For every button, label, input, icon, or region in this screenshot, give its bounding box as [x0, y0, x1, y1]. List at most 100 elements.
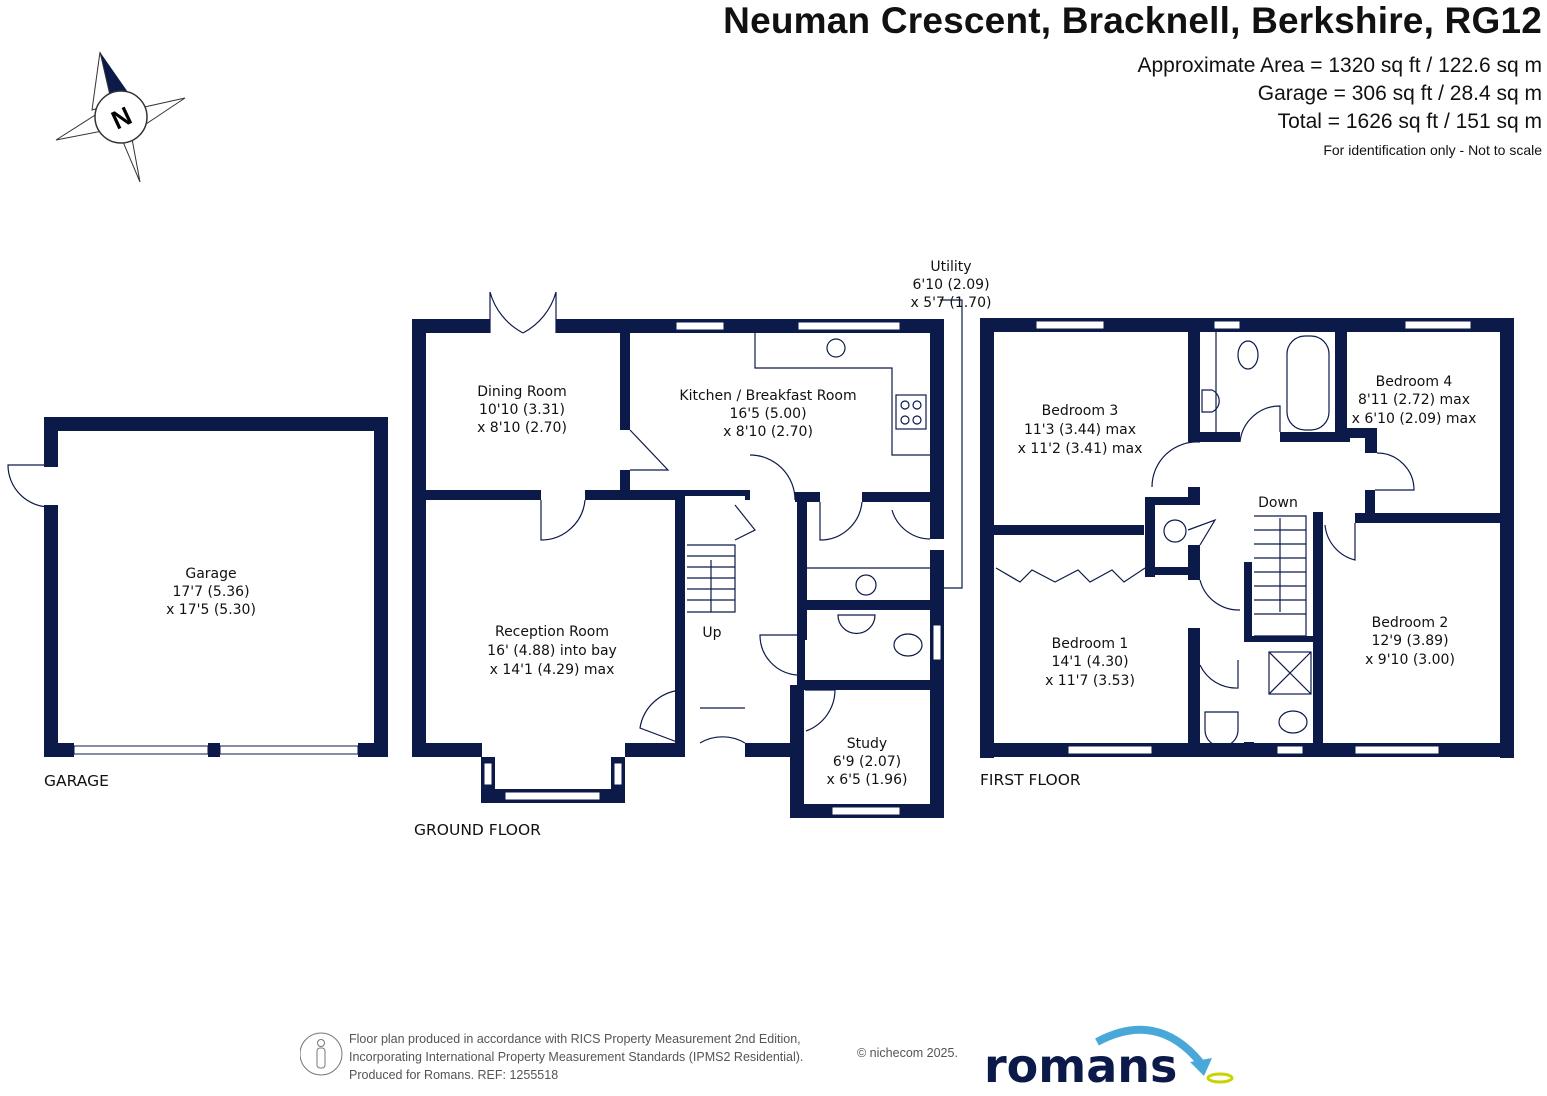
footer-line: Incorporating International Property Mea… — [349, 1050, 804, 1064]
plan-line — [1268, 651, 1312, 695]
window — [483, 762, 493, 786]
plan-line — [912, 415, 922, 425]
floor-label-garage: GARAGE — [44, 772, 109, 790]
wall — [426, 490, 541, 500]
room-name: Study — [847, 736, 887, 752]
window — [1354, 745, 1440, 755]
plan-line — [1239, 405, 1281, 443]
wall — [208, 743, 220, 757]
wall — [44, 417, 58, 467]
plan-line — [1375, 452, 1415, 491]
room-dim: x 11'7 (3.53) — [1045, 673, 1135, 689]
wall — [358, 743, 388, 757]
wall — [1188, 487, 1200, 505]
wall — [1145, 497, 1155, 577]
plan-line — [734, 504, 756, 541]
room-name: Reception Room — [495, 624, 609, 640]
plan-line — [7, 464, 51, 508]
plan-line — [995, 567, 1146, 583]
plan-line — [1204, 711, 1239, 748]
wall — [797, 600, 932, 610]
window — [613, 762, 623, 786]
plan-line — [1268, 651, 1312, 695]
window — [504, 791, 601, 801]
wall — [980, 318, 994, 758]
wall — [930, 550, 944, 818]
plan-line — [759, 634, 798, 676]
plan-line — [855, 574, 877, 596]
plan-line — [489, 291, 557, 334]
room-dim: 12'9 (3.89) — [1371, 633, 1448, 649]
wall — [44, 417, 388, 431]
room-dim: x 6'5 (1.96) — [827, 772, 908, 788]
wall — [980, 318, 1514, 332]
plan-line — [1254, 515, 1307, 637]
window — [1067, 745, 1153, 755]
wall — [1188, 332, 1200, 442]
wall — [797, 500, 807, 640]
plan-line — [316, 1047, 326, 1069]
plan-line — [900, 415, 910, 425]
wall — [1365, 428, 1377, 453]
window — [73, 745, 209, 755]
room-dim: 16' (4.88) into bay — [487, 643, 617, 659]
copyright: © nichecom 2025. — [857, 1046, 958, 1060]
plan-line — [912, 400, 922, 410]
plan-line — [1278, 710, 1308, 734]
room-dim: 16'5 (5.00) — [729, 406, 806, 422]
room-dim: 6'9 (2.07) — [833, 754, 901, 770]
plan-line — [826, 338, 846, 358]
wall — [862, 492, 932, 502]
wall — [1188, 628, 1200, 743]
window — [1276, 745, 1304, 755]
room-name: Bedroom 1 — [1052, 636, 1129, 652]
wall — [1155, 497, 1200, 505]
wall — [797, 640, 805, 690]
wall — [930, 319, 944, 539]
room-name: Dining Room — [477, 384, 567, 400]
plan-line — [1187, 518, 1217, 546]
room-dim: x 17'5 (5.30) — [166, 602, 256, 618]
total-area: Total = 1626 sq ft / 151 sq m — [1277, 110, 1542, 133]
wall — [1365, 490, 1375, 520]
wall — [1335, 428, 1375, 438]
room-name: Kitchen / Breakfast Room — [679, 388, 856, 404]
footer-line: Produced for Romans. REF: 1255518 — [349, 1068, 559, 1082]
wall — [1155, 567, 1200, 575]
wall — [412, 319, 426, 757]
footer-line: Floor plan produced in accordance with R… — [349, 1032, 801, 1046]
wall — [44, 505, 58, 757]
wall — [630, 490, 750, 496]
scale-note: For identification only - Not to scale — [1323, 142, 1542, 158]
wall — [625, 743, 685, 757]
plan-line — [1151, 441, 1201, 488]
plan-line — [300, 1032, 343, 1076]
room-dim: 10'10 (3.31) — [479, 402, 565, 418]
room-dim: x 9'10 (3.00) — [1365, 652, 1455, 668]
window — [932, 624, 942, 661]
plan-line — [699, 707, 746, 744]
wall — [1244, 562, 1252, 642]
plan-line — [317, 1039, 325, 1047]
room-name: Utility — [930, 259, 971, 275]
plan-line — [805, 689, 836, 732]
window — [797, 321, 901, 331]
plan-line — [754, 333, 930, 456]
logo-arrow-icon — [1095, 1025, 1204, 1065]
footer-text: Floor plan produced in accordance with R… — [349, 1030, 803, 1084]
plan-line — [540, 499, 586, 541]
wall — [620, 330, 630, 430]
window — [1404, 320, 1472, 330]
plan-line — [639, 689, 686, 746]
approximate-area: Approximate Area = 1320 sq ft / 122.6 sq… — [1137, 54, 1543, 77]
plan-line — [1286, 335, 1330, 431]
plan-line — [819, 501, 863, 541]
wall — [797, 680, 932, 690]
compass-icon: N — [55, 51, 186, 183]
wall — [1355, 513, 1500, 523]
room-dim: 8'11 (2.72) max — [1358, 392, 1470, 408]
area-summary: Approximate Area = 1320 sq ft / 122.6 sq… — [1138, 52, 1543, 136]
wall — [994, 525, 1144, 535]
wall — [1200, 432, 1240, 442]
